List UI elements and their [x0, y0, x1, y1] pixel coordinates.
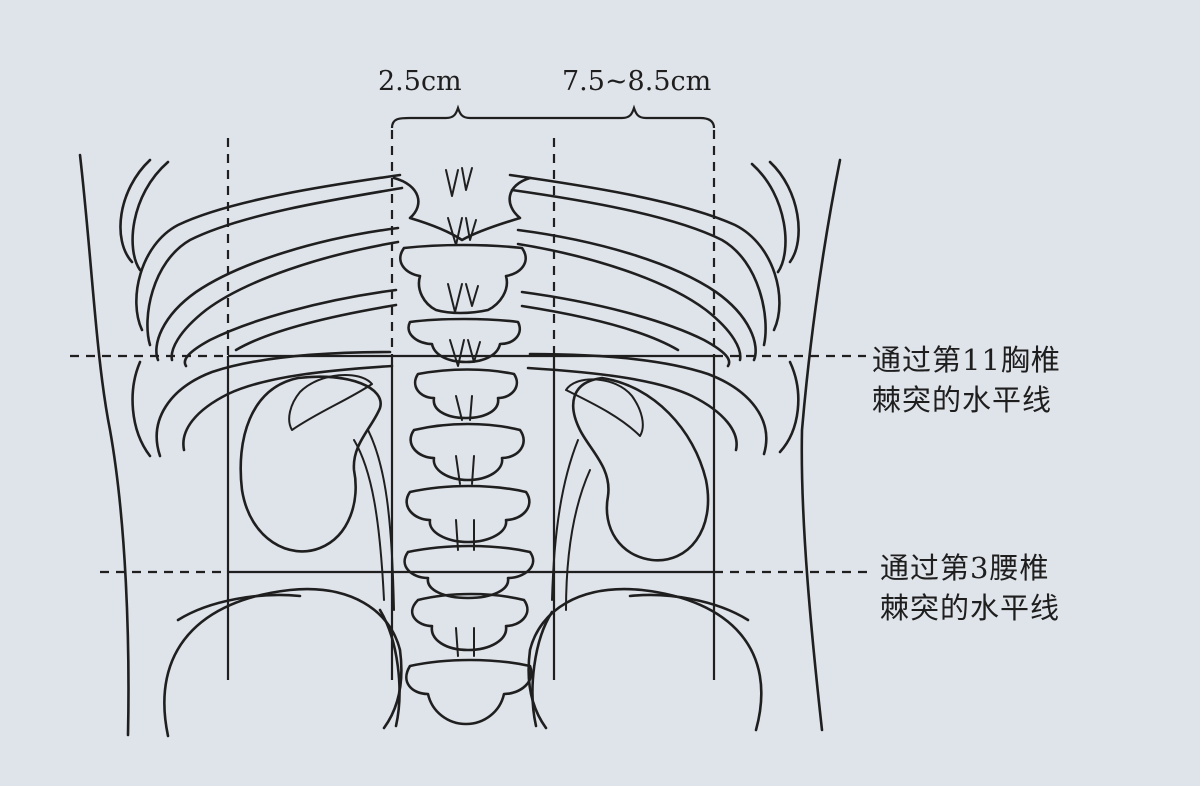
dimension-bracket: [390, 104, 716, 129]
left-adrenal-gland: [288, 374, 373, 431]
kidneys: [239, 374, 710, 611]
vertical-reference-lines: [226, 130, 716, 680]
left-ribs: [119, 158, 404, 458]
upper-line-label-1: 通过第11胸椎: [872, 343, 1061, 377]
lower-line-label-2: 棘突的水平线: [880, 591, 1061, 625]
right-adrenal-gland: [565, 378, 644, 437]
lower-line-label: 通过第3腰椎 棘突的水平线: [880, 548, 1060, 628]
iliac-crests: [163, 587, 763, 738]
upper-line-label-2: 棘突的水平线: [872, 383, 1053, 417]
dimension-label-2-5cm: 2.5cm: [378, 66, 462, 97]
right-kidney: [572, 376, 710, 562]
dimension-label-7-5-8-5cm: 7.5~8.5cm: [562, 66, 712, 97]
torso-outline: [78, 153, 842, 737]
right-ribs: [508, 160, 800, 456]
left-kidney: [239, 375, 382, 553]
lower-line-label-1: 通过第3腰椎: [880, 551, 1050, 585]
upper-line-label: 通过第11胸椎 棘突的水平线: [872, 340, 1061, 420]
vertebral-column: [392, 167, 535, 726]
